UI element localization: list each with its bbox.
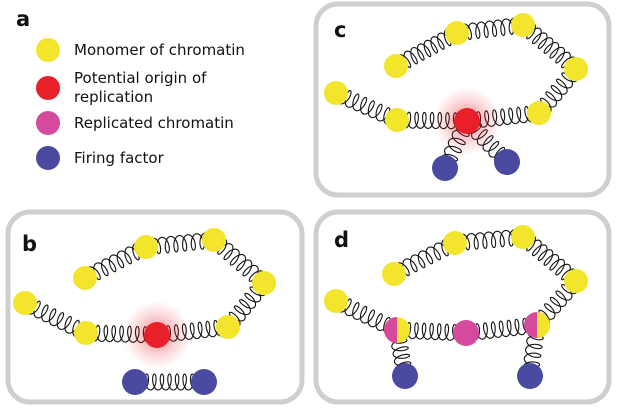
panel-d-replicated-center [453,320,479,346]
panel-c-monomer [445,21,469,45]
panel-d-monomer [511,225,535,249]
panel-d-monomer [443,231,467,255]
panel-b-monomer [252,271,276,295]
panel-b-tether-spring [142,373,197,391]
panel-c-spring [539,72,578,113]
panel-b-spring [228,286,266,327]
panel-c-origin [454,108,480,134]
panel-c-chromatin [324,13,588,181]
panel-b-monomer [216,315,240,339]
panel-c-spring [339,90,391,125]
panel-d-spring [404,321,458,342]
panel-c-monomer [385,108,409,132]
panel-a-label: a [16,7,30,31]
panel-b-origin [144,322,170,348]
panel-c-spring [399,29,452,69]
panel-b-spring [88,243,140,281]
panel-b-spring [153,232,206,255]
panel-d-spring [339,298,391,335]
panel-b-label: b [22,232,37,256]
panel-b-monomer [134,235,158,259]
legend: Monomer of chromatin Potential origin of… [36,38,245,170]
panel-c-monomer [564,57,588,81]
panel-d-spring [526,235,576,281]
panel-d-spring [397,239,449,277]
panel-d-firing-factor-right [517,363,543,389]
panel-c-firing-factor-right [494,149,520,175]
panel-b-monomer [73,266,97,290]
panel-d-replicated-right [524,312,550,338]
panel-d-monomer [564,269,588,293]
legend-firing-label: Firing factor [74,149,165,167]
panel-c-label: c [334,18,346,42]
panel-c-spring [526,23,576,69]
legend-origin-label-line1: Potential origin of [74,69,207,87]
legend-monomer-swatch [36,38,60,62]
panel-c-firing-factor-left [432,155,458,181]
legend-firing-swatch [36,146,60,170]
legend-replicated-label: Replicated chromatin [74,114,234,132]
panel-c-monomer [384,54,408,78]
panel-b-monomer [74,321,98,345]
panel-b-monomer [13,291,37,315]
panel-c-monomers [324,13,588,132]
panel-d-springs [339,229,578,370]
panel-b-firing-factor-left [122,369,148,395]
panel-d-label: d [334,228,349,252]
legend-origin-label-line2: replication [74,88,153,106]
panel-b-spring [217,238,264,282]
panel-d-monomer [324,289,348,313]
panel-d-monomer [382,262,406,286]
panel-b-spring [28,300,80,338]
legend-origin-swatch [36,76,60,100]
panel-d-chromatin [324,225,588,389]
panel-c-monomer [324,81,348,105]
panel-d-spring [474,317,530,341]
legend-replicated-swatch [36,111,60,135]
panel-c-monomer [527,101,551,125]
panel-b-monomer [202,228,226,252]
panel-d-frame [313,209,612,405]
panel-b-chromatin [13,228,276,395]
panel-d-replicated-left [384,317,410,343]
panel-b-monomers [13,228,276,345]
panel-d-firing-factor-left [392,363,418,389]
panel-c-spring [463,17,515,41]
panel-c-springs [339,17,578,163]
panel-b-firing-factor-right [191,369,217,395]
panel-d-monomers [324,225,588,313]
panel-d-spring [462,229,515,251]
legend-monomer-label: Monomer of chromatin [74,41,245,59]
panel-c-monomer [511,13,535,37]
